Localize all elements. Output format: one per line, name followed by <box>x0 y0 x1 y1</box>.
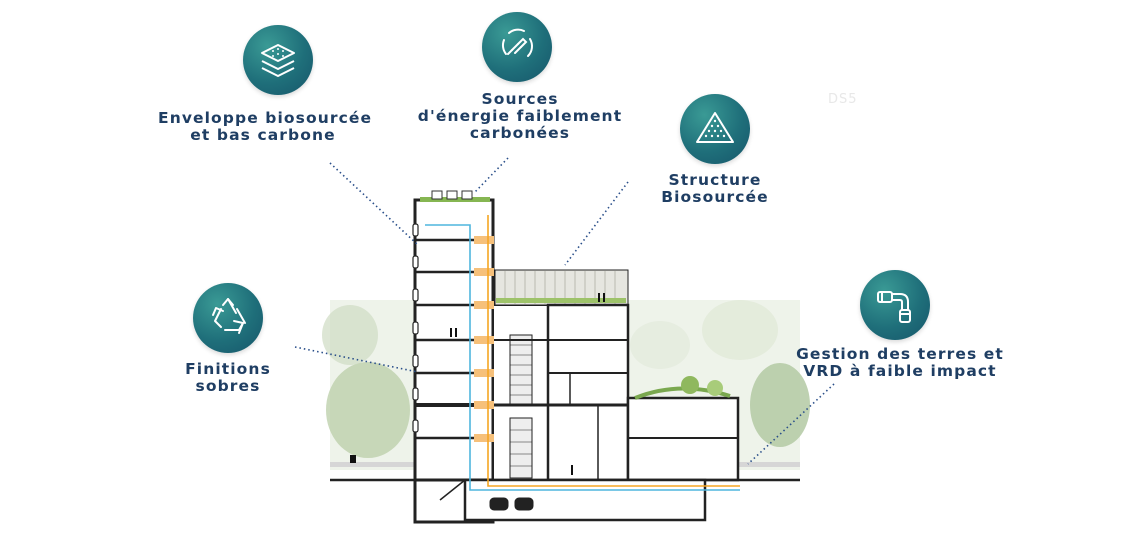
label-structure: Structure Biosourcée <box>640 172 790 206</box>
structure-badge <box>680 94 750 164</box>
label-line: Enveloppe biosourcée <box>158 109 373 127</box>
gestion-badge <box>860 270 930 340</box>
low-block <box>626 386 740 482</box>
recycle-icon <box>212 298 246 334</box>
label-enveloppe: Enveloppe biosourcée et bas carbone <box>158 109 373 144</box>
blue-water-line <box>425 224 740 491</box>
orange-duct-line <box>487 215 740 487</box>
label-finitions: Finitions sobres <box>168 361 288 395</box>
label-line: Structure <box>668 171 762 189</box>
sources-badge <box>482 12 552 82</box>
pipe-icon <box>877 291 911 323</box>
orange-energy-ducts <box>474 236 494 442</box>
label-gestion: Gestion des terres et VRD à faible impac… <box>795 346 1005 380</box>
label-line: Gestion des terres et <box>796 345 1004 363</box>
label-line: VRD à faible impact <box>803 362 997 380</box>
tower-block <box>412 198 495 524</box>
finitions-badge <box>193 283 263 353</box>
label-line: Finitions <box>185 360 271 378</box>
label-line: Biosourcée <box>661 188 769 206</box>
pyramid-icon <box>696 112 734 143</box>
leader-lines <box>294 157 835 465</box>
energy-plug-icon <box>501 28 533 57</box>
label-line: sobres <box>195 377 261 395</box>
stair-core <box>492 304 549 481</box>
label-sources: Sources d'énergie faiblement carbonées <box>415 91 625 142</box>
label-line: d'énergie faiblement <box>417 107 623 125</box>
enveloppe-badge <box>243 25 313 95</box>
middle-block <box>494 269 630 482</box>
label-line: carbonées <box>469 124 571 142</box>
people-figures <box>350 293 605 475</box>
label-line: et bas carbone <box>190 126 336 144</box>
layers-icon <box>261 44 295 77</box>
watermark-text: DS5 <box>828 92 858 107</box>
solar-panels <box>431 190 473 200</box>
label-line: Sources <box>481 90 559 108</box>
